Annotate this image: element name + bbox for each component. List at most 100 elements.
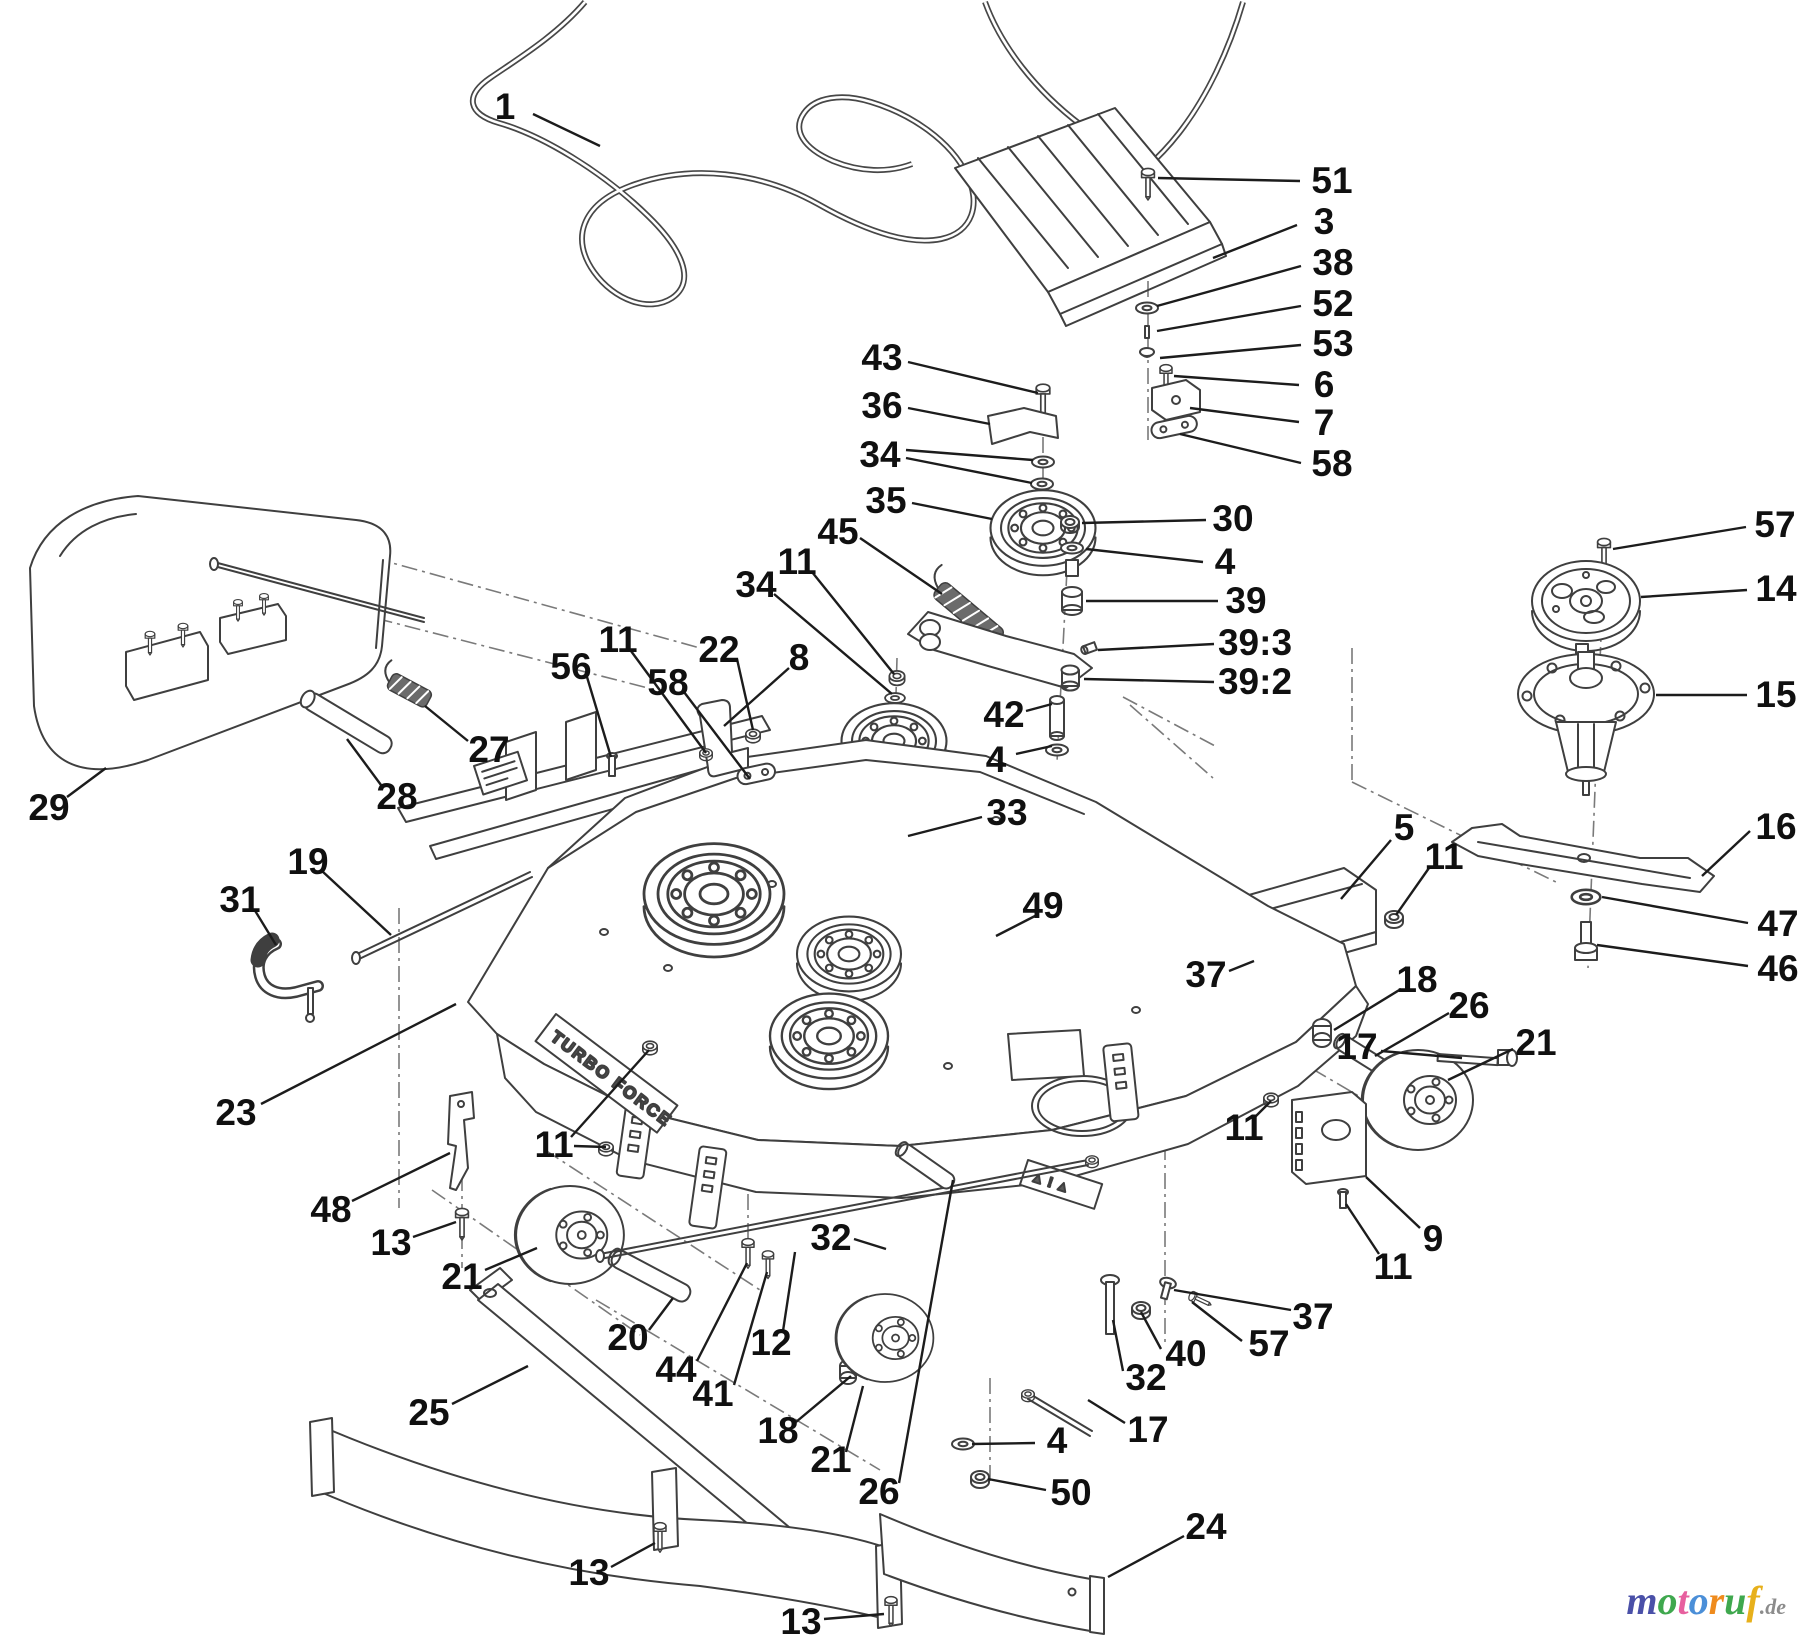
callout-label: 17: [1336, 1026, 1377, 1067]
callout-label: 21: [441, 1256, 482, 1297]
blade-bolt: [1574, 921, 1598, 961]
middle-roller-assembly: [595, 1141, 1120, 1489]
callout-leader: [732, 1271, 769, 1386]
callout-label: 58: [647, 662, 688, 703]
callout-label: 21: [810, 1439, 851, 1480]
callout-leader: [424, 705, 469, 742]
handle: [250, 932, 324, 1023]
baffle-right: [879, 1513, 1097, 1633]
callout-leader: [1191, 1301, 1243, 1342]
callout-leader: [853, 1237, 887, 1251]
callout-label: 24: [1185, 1506, 1227, 1547]
callout-label: 45: [817, 511, 858, 552]
callout-leader: [1252, 1100, 1272, 1120]
callout-leader: [451, 1364, 529, 1406]
callout-label: 4: [986, 739, 1007, 780]
callout-label: 17: [1127, 1409, 1168, 1450]
small-decal: [473, 750, 529, 796]
callout-label: 42: [983, 694, 1024, 735]
callout-leader: [1157, 176, 1301, 183]
deflector-spring: [384, 659, 433, 708]
callout-leader: [1087, 1398, 1126, 1425]
callout-label: 35: [865, 480, 906, 521]
callout-leader: [1380, 1049, 1463, 1060]
callout-leader: [1156, 304, 1302, 333]
callout-leader: [695, 1262, 749, 1362]
callout-leader: [1365, 1176, 1421, 1229]
callout-label: 11: [1424, 836, 1463, 877]
callout-leader: [260, 1002, 457, 1106]
callout-leader: [987, 1477, 1047, 1492]
watermark-letter: m: [1626, 1578, 1658, 1623]
callout-leader: [1344, 1203, 1381, 1255]
callout-leader: [630, 650, 707, 754]
callout-label: 28: [376, 776, 417, 817]
callout-label: 52: [1312, 283, 1353, 324]
mower-deck: TURBO FORCE ▲ ! ▲: [397, 699, 1369, 1230]
callout-leader: [907, 360, 1039, 395]
callout-leader: [844, 1385, 865, 1453]
callout-label: 16: [1755, 806, 1796, 847]
callout-label: 57: [1754, 504, 1795, 545]
callout-label: 33: [986, 792, 1027, 833]
callout-leader: [1139, 1311, 1163, 1350]
belt-cover: [954, 107, 1227, 327]
rear-hanger-strap: [1102, 1042, 1140, 1123]
callout-label: 48: [310, 1189, 351, 1230]
watermark-letter: u: [1724, 1578, 1747, 1623]
callout-label: 43: [861, 337, 902, 378]
callout-label: 32: [810, 1217, 851, 1258]
callout-leader: [907, 815, 983, 838]
callout-label: 23: [215, 1092, 256, 1133]
idler-arm: [907, 611, 1093, 689]
callout-leader: [1085, 547, 1204, 564]
callout-label: 40: [1165, 1333, 1206, 1374]
callout-label: 32: [1125, 1357, 1166, 1398]
callout-label: 11: [598, 619, 637, 660]
callout-leader: [1111, 1319, 1125, 1372]
watermark-suffix: .de: [1759, 1594, 1786, 1619]
callout-leader: [1447, 1047, 1514, 1082]
callout-leader: [484, 1246, 538, 1272]
callout-leader: [573, 1144, 607, 1149]
pin: [1337, 1188, 1349, 1209]
callout-leader: [252, 908, 278, 946]
callout-leader: [773, 593, 893, 695]
idler-bracket: [987, 407, 1059, 445]
anti-scalp-roller: [513, 1185, 625, 1285]
anti-scalp-roller: [1360, 1049, 1474, 1151]
callout-leader: [1156, 264, 1302, 308]
callout-leader: [897, 1179, 955, 1484]
callout-label: 38: [1312, 242, 1353, 283]
callout-label: 13: [568, 1552, 609, 1593]
latch: [447, 1091, 475, 1191]
callout-label: 13: [370, 1222, 411, 1263]
callout-leader: [735, 658, 755, 731]
right-roller-assembly: [1021, 1018, 1518, 1437]
callout-label: 21: [1515, 1022, 1556, 1063]
callout-label: 37: [1292, 1296, 1333, 1337]
callout-leader: [1081, 518, 1207, 525]
callout-leader: [1374, 1011, 1450, 1058]
callout-label: 6: [1314, 364, 1335, 405]
callout-leader: [1228, 959, 1255, 973]
callout-leader: [570, 1049, 650, 1138]
callout-leader: [795, 1375, 852, 1423]
callout-leader: [995, 914, 1036, 938]
callout-label: 11: [534, 1124, 573, 1165]
caster-bracket: [1291, 1091, 1367, 1185]
callout-label: 1: [495, 86, 516, 127]
watermark-letter: f: [1746, 1578, 1760, 1623]
watermark-letter: t: [1677, 1578, 1689, 1623]
rod-short: [1021, 1389, 1093, 1437]
callout-label: 11: [777, 541, 816, 582]
callout-leader: [66, 767, 107, 798]
callout-leader: [1601, 895, 1749, 925]
watermark-letter: o: [1688, 1578, 1709, 1623]
callout-label: 25: [408, 1392, 449, 1433]
callout-label: 36: [861, 385, 902, 426]
j-bracket: [696, 699, 749, 778]
callout-label: 13: [780, 1601, 821, 1637]
callout-leader: [532, 112, 601, 148]
